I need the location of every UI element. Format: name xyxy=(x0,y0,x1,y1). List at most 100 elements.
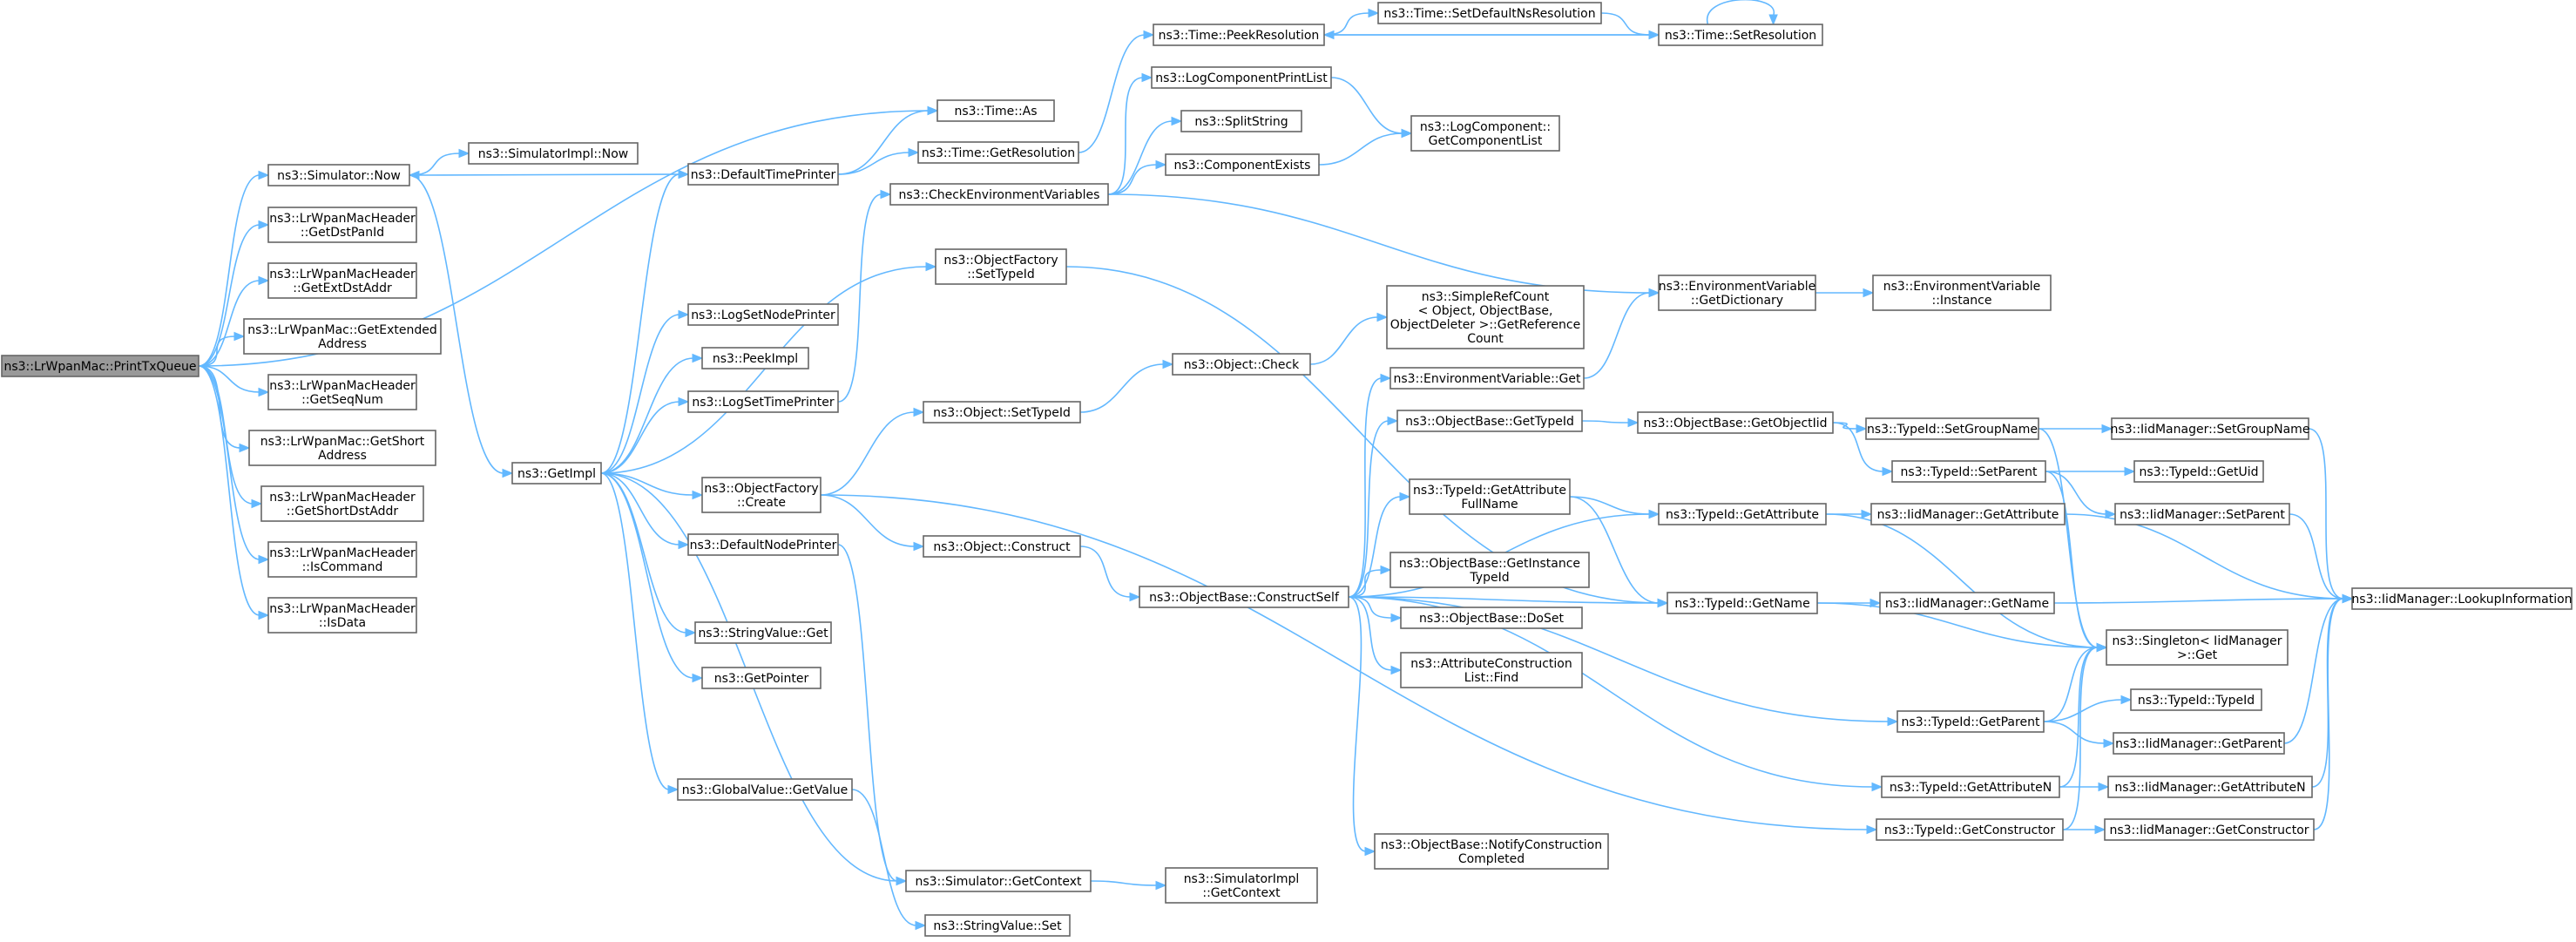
node-iidgetattr[interactable]: ns3::IidManager::GetAttribute xyxy=(1870,503,2066,525)
node-label: ns3::DefaultTimePrinter xyxy=(691,168,836,182)
node-objfactsettid[interactable]: ns3::ObjectFactory::SetTypeId xyxy=(935,248,1067,285)
node-objbasegettid[interactable]: ns3::ObjectBase::GetTypeId xyxy=(1396,410,1583,432)
node-simplerefcount[interactable]: ns3::SimpleRefCount< Object, ObjectBase,… xyxy=(1386,285,1585,349)
node-box xyxy=(511,462,602,485)
node-label: ns3::Time::GetResolution xyxy=(922,146,1075,160)
node-box xyxy=(2351,587,2573,610)
node-getimpl[interactable]: ns3::GetImpl xyxy=(511,462,602,485)
edge-line xyxy=(2045,471,2107,515)
node-getdstpanid[interactable]: ns3::LrWpanMacHeader::GetDstPanId xyxy=(267,207,417,243)
node-logsetnode[interactable]: ns3::LogSetNodePrinter xyxy=(687,303,839,326)
node-label: ns3::LrWpanMac::PrintTxQueue xyxy=(3,360,196,374)
node-objfactcreate[interactable]: ns3::ObjectFactory::Create xyxy=(701,477,821,513)
node-notifyconstr[interactable]: ns3::ObjectBase::NotifyConstructionCompl… xyxy=(1374,833,1609,870)
node-compexists[interactable]: ns3::ComponentExists xyxy=(1165,153,1320,176)
node-timeas[interactable]: ns3::Time::As xyxy=(936,99,1055,122)
node-objsettid[interactable]: ns3::Object::SetTypeId xyxy=(923,401,1081,424)
node-defnodeprinter[interactable]: ns3::DefaultNodePrinter xyxy=(687,533,839,556)
node-simnow[interactable]: ns3::Simulator::Now xyxy=(267,164,410,186)
node-deftimeprinter[interactable]: ns3::DefaultTimePrinter xyxy=(687,163,839,186)
node-getseqnum[interactable]: ns3::LrWpanMacHeader::GetSeqNum xyxy=(267,374,417,410)
node-objconstruct[interactable]: ns3::Object::Construct xyxy=(923,535,1081,558)
node-settimedefns[interactable]: ns3::Time::SetDefaultNsResolution xyxy=(1377,2,1602,24)
edge-line xyxy=(2313,598,2344,830)
node-timegetres[interactable]: ns3::Time::GetResolution xyxy=(917,141,1079,164)
node-timesetres[interactable]: ns3::Time::SetResolution xyxy=(1658,24,1823,46)
node-strvalset[interactable]: ns3::StringValue::Set xyxy=(924,914,1071,937)
node-splitstring[interactable]: ns3::SplitString xyxy=(1180,110,1302,132)
node-timepeekres[interactable]: ns3::Time::PeekResolution xyxy=(1153,24,1325,46)
edge-line xyxy=(1348,596,1367,852)
node-label: ns3::IidManager::GetName xyxy=(1885,597,2049,611)
node-getpointer[interactable]: ns3::GetPointer xyxy=(701,667,821,689)
node-simimplctx[interactable]: ns3::SimulatorImpl::GetContext xyxy=(1165,867,1318,904)
node-tidgetuid[interactable]: ns3::TypeId::GetUid xyxy=(2133,460,2264,483)
node-checkenv[interactable]: ns3::CheckEnvironmentVariables xyxy=(889,183,1109,206)
node-box xyxy=(936,99,1055,122)
node-tidgetname[interactable]: ns3::TypeId::GetName xyxy=(1667,592,1818,614)
node-iscommand[interactable]: ns3::LrWpanMacHeader::IsCommand xyxy=(267,541,417,578)
node-tidsetparent[interactable]: ns3::TypeId::SetParent xyxy=(1891,460,2046,483)
edge-arrowhead xyxy=(1863,288,1875,298)
node-iidgetconstr[interactable]: ns3::IidManager::GetConstructor xyxy=(2104,818,2315,841)
edge-arrowhead xyxy=(1399,491,1411,502)
node-simimplnow[interactable]: ns3::SimulatorImpl::Now xyxy=(468,142,639,165)
edge-line xyxy=(198,174,260,367)
node-iidsetgroup[interactable]: ns3::IidManager::SetGroupName xyxy=(2111,417,2310,440)
node-tidgetconstr[interactable]: ns3::TypeId::GetConstructor xyxy=(1876,818,2064,841)
edge-tidsetgroup-to-iidsetgroup xyxy=(2038,424,2113,434)
edge-arrowhead xyxy=(913,541,925,552)
node-label: List::Find xyxy=(1464,671,1519,685)
node-peekimpl[interactable]: ns3::PeekImpl xyxy=(701,347,809,369)
edge-arrowhead xyxy=(258,275,270,286)
node-envget[interactable]: ns3::EnvironmentVariable::Get xyxy=(1389,367,1585,390)
node-iidsetparent[interactable]: ns3::IidManager::SetParent xyxy=(2114,503,2290,525)
node-label: GetComponentList xyxy=(1429,134,1543,148)
node-root[interactable]: ns3::LrWpanMac::PrintTxQueue xyxy=(1,355,199,377)
node-logcompprint[interactable]: ns3::LogComponentPrintList xyxy=(1151,66,1332,89)
node-iidlookup[interactable]: ns3::IidManager::LookupInformation xyxy=(2351,587,2573,610)
node-box xyxy=(677,778,853,801)
node-isdata[interactable]: ns3::LrWpanMacHeader::IsData xyxy=(267,597,417,634)
node-label: ns3::ObjectBase::DoSet xyxy=(1419,612,1564,626)
node-getshortdst[interactable]: ns3::LrWpanMacHeader::GetShortDstAddr xyxy=(260,485,424,522)
edge-arrowhead xyxy=(2101,424,2113,434)
node-objbasegetoid[interactable]: ns3::ObjectBase::GetObjectIid xyxy=(1637,411,1834,434)
node-iidgetattrn[interactable]: ns3::IidManager::GetAttributeN xyxy=(2107,776,2313,798)
node-constructself[interactable]: ns3::ObjectBase::ConstructSelf xyxy=(1139,586,1349,608)
node-tidtypeid[interactable]: ns3::TypeId::TypeId xyxy=(2130,688,2262,711)
node-tidgetattr[interactable]: ns3::TypeId::GetAttribute xyxy=(1658,503,1827,525)
node-objcheck[interactable]: ns3::Object::Check xyxy=(1172,353,1311,376)
node-envinstance[interactable]: ns3::EnvironmentVariable::Instance xyxy=(1872,274,2052,311)
node-envgetdict[interactable]: ns3::EnvironmentVariable::GetDictionary xyxy=(1658,274,1816,311)
edge-arrowhead xyxy=(458,148,470,159)
edge-tidgetconstr-to-iidgetconstr xyxy=(2062,824,2106,835)
node-logcomplist[interactable]: ns3::LogComponent::GetComponentList xyxy=(1410,115,1560,152)
node-iidgetparent[interactable]: ns3::IidManager::GetParent xyxy=(2113,732,2285,755)
node-singleton[interactable]: ns3::Singleton< IidManager >::Get xyxy=(2106,629,2289,666)
node-doset[interactable]: ns3::ObjectBase::DoSet xyxy=(1400,607,1583,629)
node-logsettime[interactable]: ns3::LogSetTimePrinter xyxy=(687,390,839,413)
edge-line xyxy=(2289,513,2344,600)
node-label: ns3::IidManager::GetConstructor xyxy=(2109,823,2309,837)
node-box xyxy=(1374,833,1609,870)
node-box xyxy=(1879,592,2055,614)
node-tidgetattrn[interactable]: ns3::TypeId::GetAttributeN xyxy=(1881,776,2060,798)
node-simgetctx[interactable]: ns3::Simulator::GetContext xyxy=(905,870,1092,892)
node-box xyxy=(687,303,839,326)
node-tidsetgroup[interactable]: ns3::TypeId::SetGroupName xyxy=(1865,417,2039,440)
node-iidgetname[interactable]: ns3::IidManager::GetName xyxy=(1879,592,2055,614)
node-label: ns3::TypeId::TypeId xyxy=(2138,694,2255,708)
node-tidgetparent[interactable]: ns3::TypeId::GetParent xyxy=(1897,710,2045,733)
node-globalget[interactable]: ns3::GlobalValue::GetValue xyxy=(677,778,853,801)
edge-line xyxy=(600,401,680,474)
node-strvalget[interactable]: ns3::StringValue::Get xyxy=(694,621,832,644)
node-getextdst[interactable]: ns3::LrWpanMacHeader::GetExtDstAddr xyxy=(267,262,417,299)
edge-objfactcreate-to-objsettid xyxy=(820,407,925,496)
edge-logcompprint-to-logcomplist xyxy=(1330,77,1413,139)
